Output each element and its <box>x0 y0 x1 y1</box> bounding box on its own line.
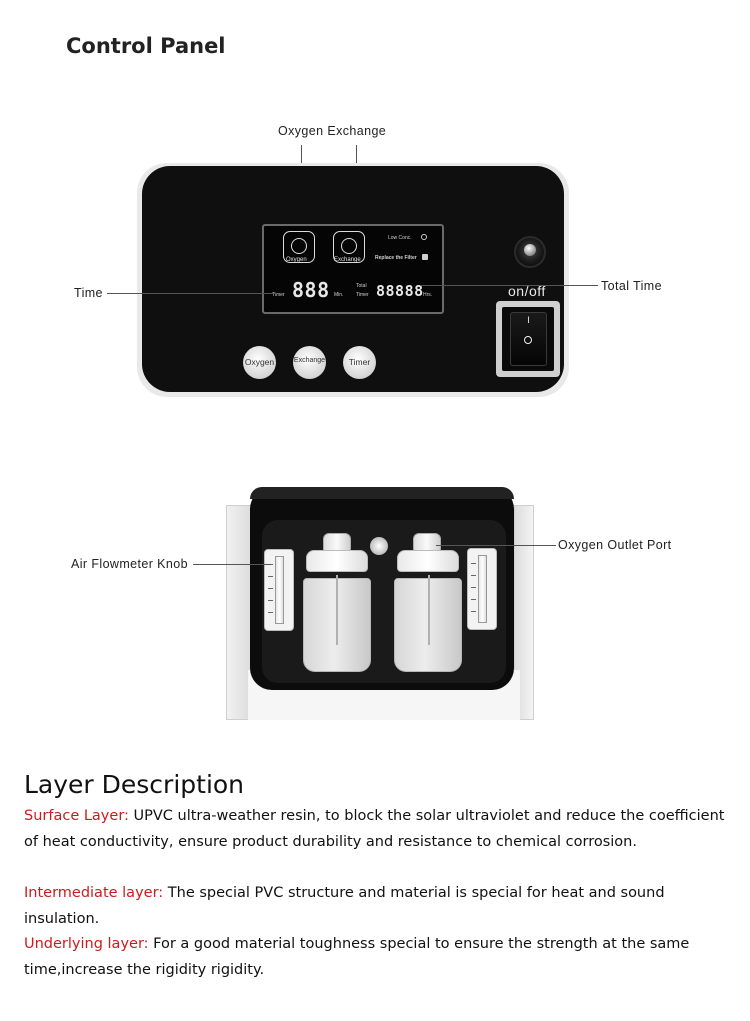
callout-line-time <box>107 293 277 294</box>
low-conc-icon <box>421 234 427 240</box>
surface-layer-name: Surface Layer: <box>24 808 129 824</box>
callout-oxygen-exchange: Oxygen Exchange <box>278 124 387 138</box>
min-label: Min. <box>334 292 344 298</box>
flowmeter-tube <box>275 556 284 624</box>
replace-filter-label: Replace the Filter <box>375 255 417 261</box>
callout-line-flowmeter <box>193 564 271 565</box>
bottle-cap-left <box>306 550 368 572</box>
timer-label: Timer <box>272 292 285 298</box>
oxygen-outlet-port-left[interactable] <box>323 533 351 551</box>
bay-rim <box>250 487 514 499</box>
callout-line-total-time <box>420 285 598 286</box>
on-symbol: I <box>527 315 530 325</box>
low-conc-label: Low Conc. <box>388 235 412 241</box>
power-switch[interactable]: I <box>510 312 547 366</box>
oxygen-outlet-port-right[interactable] <box>413 533 441 551</box>
display-oxygen-label: Oxygen <box>286 257 307 263</box>
total-label: Total <box>356 283 367 289</box>
callout-total-time: Total Time <box>601 279 662 293</box>
bottle-cap-right <box>397 550 459 572</box>
callout-time: Time <box>74 286 103 300</box>
display-exchange-label: Exchange <box>334 257 361 263</box>
oxygen-indicator <box>283 231 315 263</box>
underlying-layer-paragraph: Underlying layer: For a good material to… <box>24 932 726 983</box>
intermediate-layer-paragraph: Intermediate layer: The special PVC stru… <box>24 881 726 932</box>
onoff-label: on/off <box>508 283 546 299</box>
exchange-icon <box>341 238 357 254</box>
power-knob[interactable] <box>514 236 546 268</box>
callout-line-outlet <box>436 545 556 546</box>
callout-oxygen-outlet-port: Oxygen Outlet Port <box>558 538 672 552</box>
timer-digits: 888 <box>292 278 330 302</box>
knob-cap <box>524 244 536 256</box>
surface-layer-paragraph: Surface Layer: UPVC ultra-weather resin,… <box>24 804 726 855</box>
bottle-tube-left <box>336 575 338 645</box>
total-timer-label: Timer <box>356 292 369 298</box>
timer-button-label: Timer <box>348 357 371 367</box>
off-symbol-icon <box>524 336 532 344</box>
underlying-layer-text: For a good material toughness special to… <box>24 936 690 978</box>
hrs-label: Hrs. <box>423 292 433 298</box>
exchange-button-label: Exchange <box>293 357 326 364</box>
exchange-indicator <box>333 231 365 263</box>
timer-button[interactable]: Timer <box>343 346 376 379</box>
oxygen-button[interactable]: Oxygen <box>243 346 276 379</box>
callout-air-flowmeter-knob: Air Flowmeter Knob <box>71 557 188 571</box>
filter-icon <box>422 254 428 260</box>
air-flowmeter-right[interactable] <box>467 548 497 630</box>
surface-layer-text: UPVC ultra-weather resin, to block the s… <box>24 808 725 850</box>
oxygen-button-label: Oxygen <box>244 357 275 367</box>
intermediate-layer-name: Intermediate layer: <box>24 885 164 901</box>
page-title: Control Panel <box>66 34 226 58</box>
total-digits: 88888 <box>376 282 424 300</box>
underlying-layer-name: Underlying layer: <box>24 936 149 952</box>
air-flowmeter-left[interactable] <box>264 549 294 631</box>
oxygen-icon <box>291 238 307 254</box>
bottle-tube-right <box>428 575 430 645</box>
housing-right <box>514 505 534 720</box>
flowmeter-tube <box>478 555 487 623</box>
layer-description-title: Layer Description <box>24 770 245 799</box>
exchange-button[interactable]: Exchange <box>293 346 326 379</box>
intermediate-layer-text: The special PVC structure and material i… <box>24 885 665 927</box>
indicator-light <box>370 537 388 555</box>
